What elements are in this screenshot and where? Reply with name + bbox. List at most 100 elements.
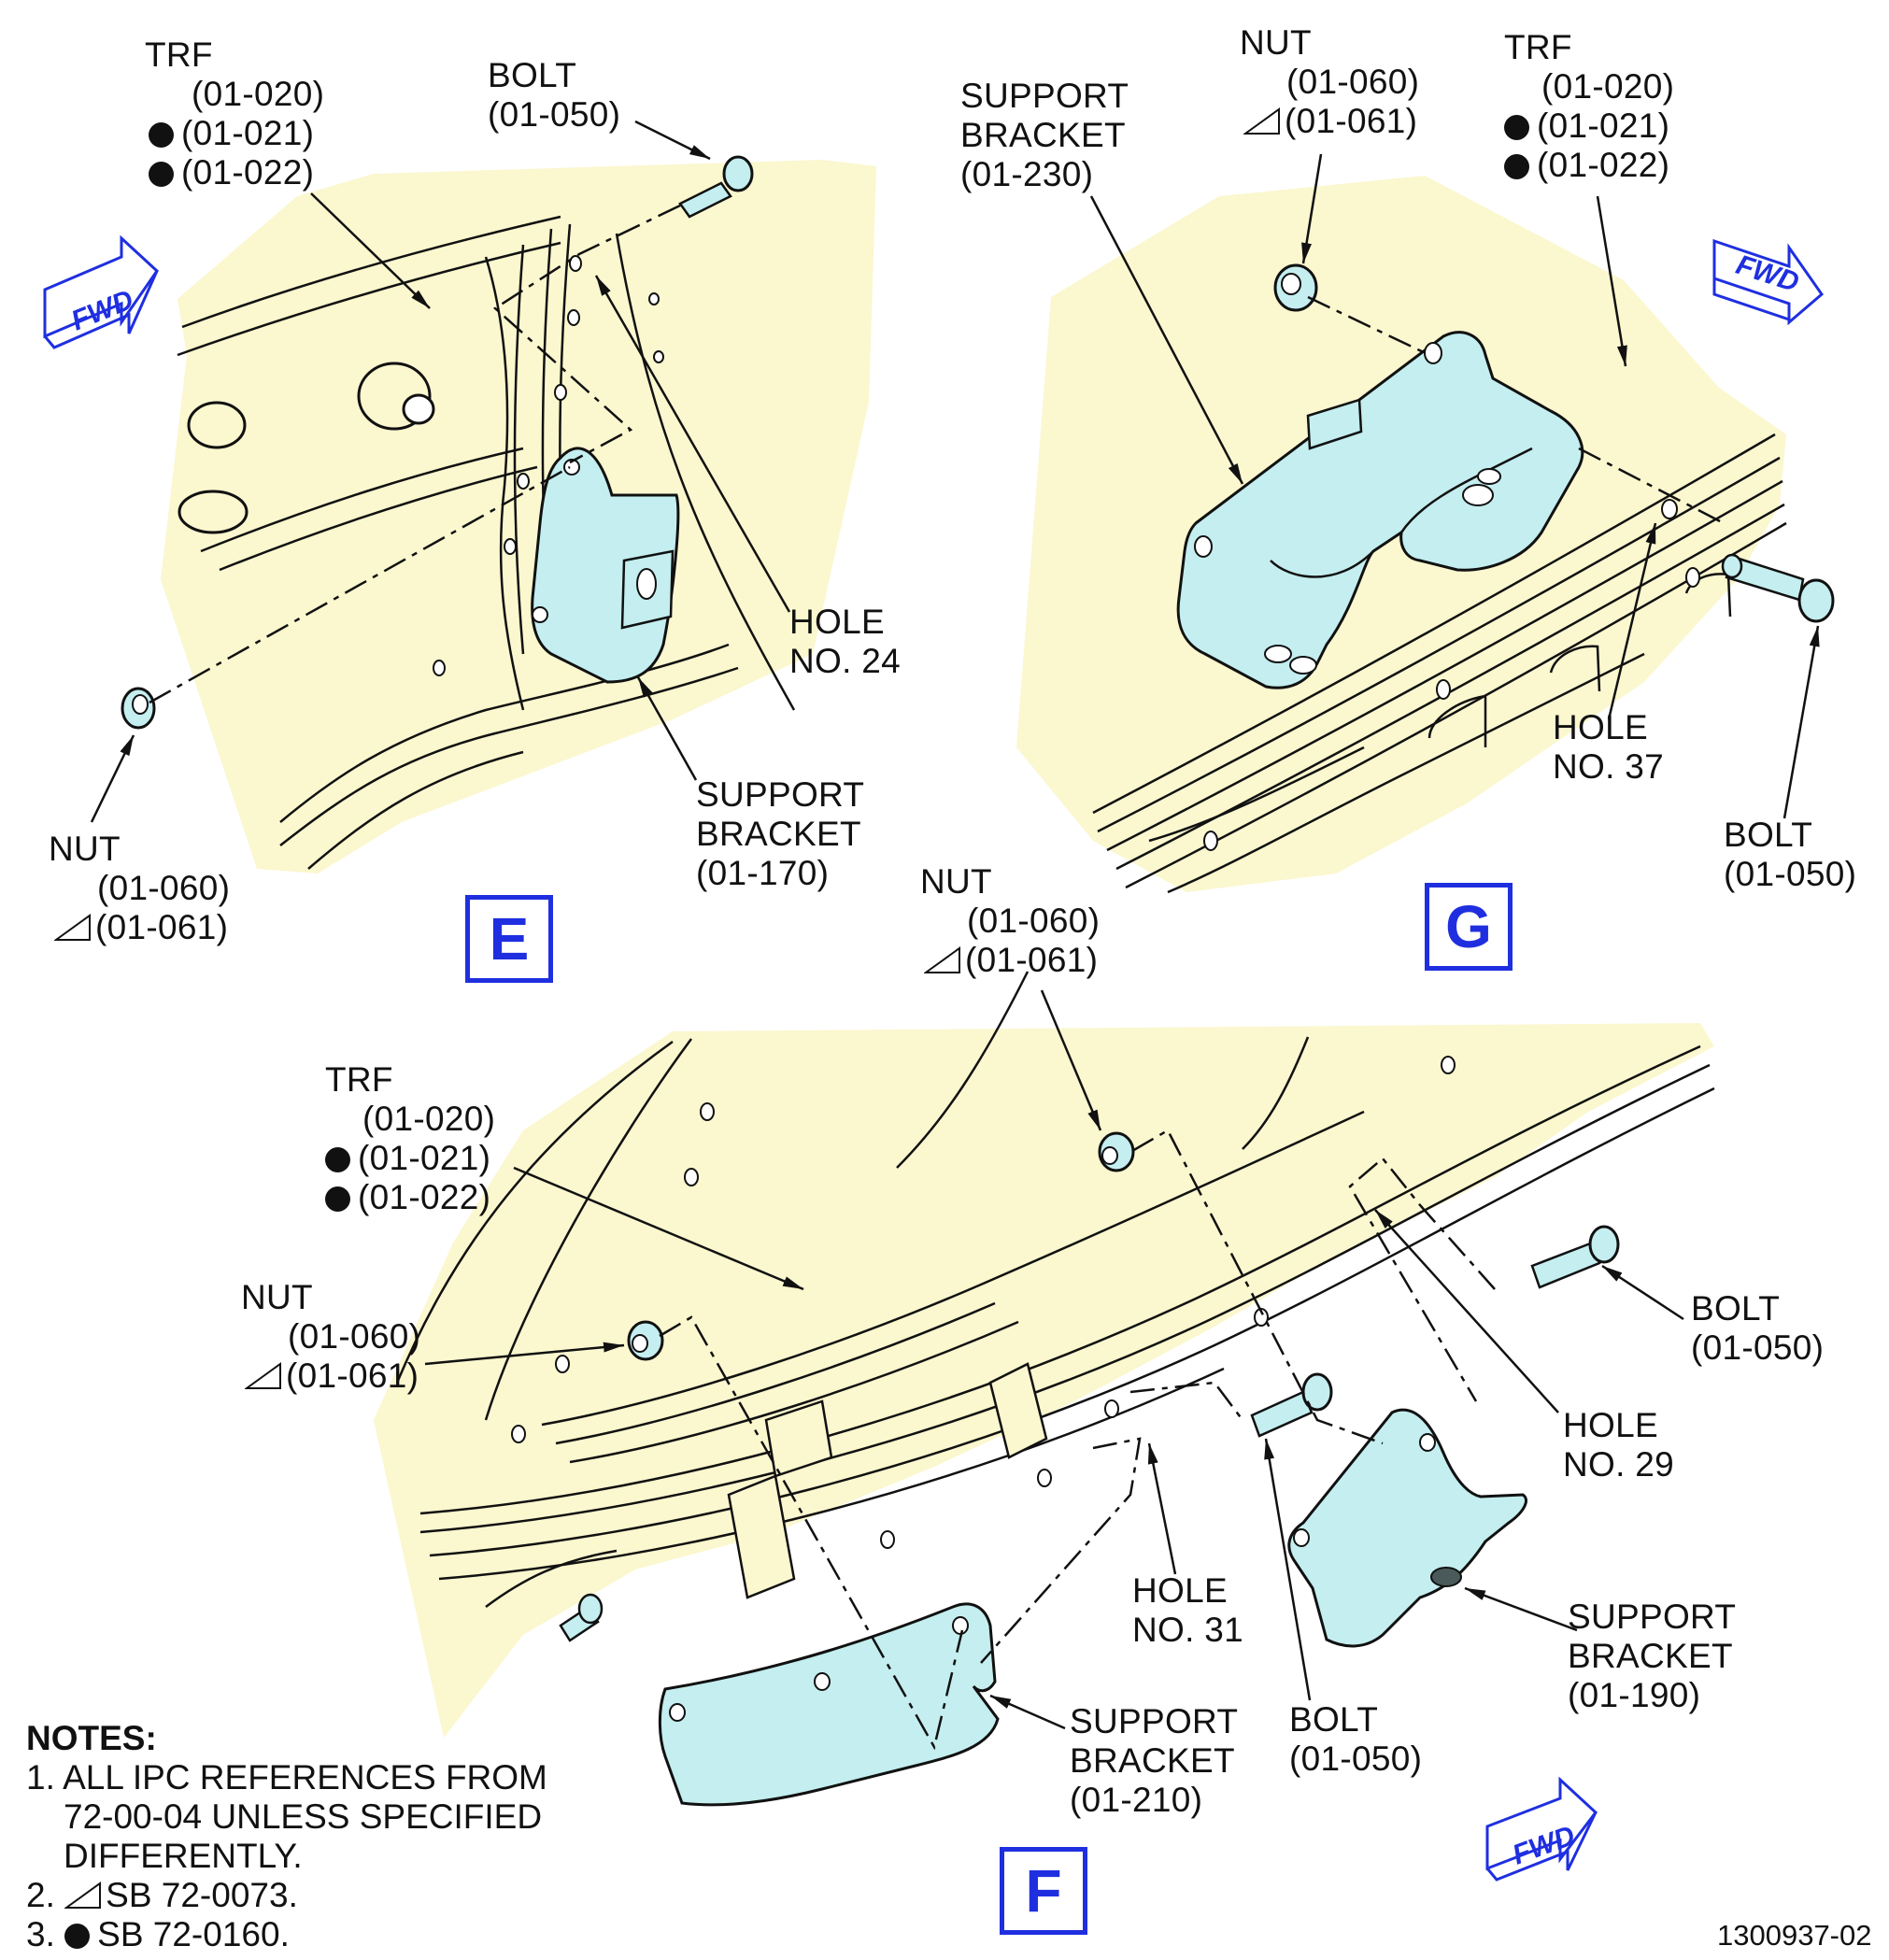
label-g-bolt: BOLT (01-050) [1724,816,1856,894]
label-g-hole: HOLE NO. 37 [1553,708,1664,787]
label-f-hole31-line1: HOLE [1132,1571,1228,1610]
label-e-nut-name: NUT [49,830,121,868]
label-e-trf-ref-2: (01-021) [145,114,324,153]
view-e-frame-background [161,160,876,873]
label-g-trf-ref-3: (01-022) [1504,146,1674,185]
label-e-bracket-line2: BRACKET [696,815,861,853]
label-g-hole-line1: HOLE [1553,708,1648,746]
label-f-nut-top: NUT (01-060) (01-061) [920,862,1100,980]
label-f-nut-left-ref1: (01-060) [288,1317,421,1356]
label-f-bracket210-ref: (01-210) [1070,1781,1203,1819]
label-g-bracket: SUPPORT BRACKET (01-230) [960,77,1129,194]
label-f-nut-left: NUT (01-060) (01-061) [241,1278,420,1396]
label-g-trf-ref-1: (01-020) [1541,67,1675,106]
label-e-bracket: SUPPORT BRACKET (01-170) [696,775,864,893]
note-1-line-3: DIFFERENTLY. [64,1837,303,1875]
label-g-bolt-name: BOLT [1724,816,1813,854]
view-e-nut [121,687,156,730]
label-f-hole29: HOLE NO. 29 [1563,1406,1674,1484]
view-f-drawing: FWD [374,971,1715,1882]
label-f-trf-ref-2: (01-021) [325,1139,495,1178]
label-e-trf-ref-1: (01-020) [192,75,325,113]
label-g-nut-ref2: (01-061) [1240,102,1419,141]
label-g-bracket-line1: SUPPORT [960,77,1129,115]
label-g-trf: TRF (01-020) (01-021) (01-022) [1504,28,1674,185]
label-f-bolt-right: BOLT (01-050) [1691,1289,1824,1368]
note-2: 2. SB 72-0073. [26,1876,298,1914]
label-g-bracket-line2: BRACKET [960,116,1126,154]
label-f-trf: TRF (01-020) (01-021) (01-022) [325,1060,495,1217]
label-e-trf-ref-3: (01-022) [145,153,324,192]
label-e-hole: HOLE NO. 24 [789,603,901,681]
sb-0073-flag-icon [54,914,91,941]
label-f-bracket210: SUPPORT BRACKET (01-210) [1070,1702,1238,1820]
view-e-drawing: FWD [43,120,876,873]
view-e-boss-hole [402,393,435,425]
label-f-bracket190-line2: BRACKET [1568,1637,1733,1675]
fwd-arrow-g: FWD [1712,238,1825,326]
label-e-bolt: BOLT (01-050) [488,56,620,135]
sb-0160-dot-icon [325,1147,350,1172]
view-g-drawing: FWD [1016,153,1835,894]
label-e-hole-line2: NO. 24 [789,642,902,680]
view-e-hole-2 [178,490,249,534]
view-f-nut-left [627,1320,664,1361]
label-f-bolt-right-ref: (01-050) [1691,1328,1825,1367]
label-e-hole-line1: HOLE [789,603,885,641]
sb-0073-flag-icon [1243,107,1280,135]
sb-0160-dot-icon [1504,115,1529,140]
support-bracket-01-190 [1287,1408,1527,1648]
label-f-bracket190: SUPPORT BRACKET (01-190) [1568,1598,1736,1715]
note-3: 3. SB 72-0160. [26,1915,290,1953]
label-f-nut-left-name: NUT [241,1278,313,1316]
sb-0160-dot-icon [149,122,174,148]
label-f-hole31: HOLE NO. 31 [1132,1571,1243,1650]
sb-0160-dot-icon [149,162,174,187]
label-e-bracket-ref: (01-170) [696,854,830,892]
label-g-hole-line2: NO. 37 [1553,747,1665,786]
label-e-nut-ref1: (01-060) [97,869,231,907]
label-e-bolt-name: BOLT [488,56,577,94]
sb-0073-flag-icon [245,1362,281,1389]
view-f-nut-top [1098,1131,1135,1172]
label-f-nut-top-ref1: (01-060) [967,902,1101,940]
label-f-nut-top-ref2: (01-061) [920,941,1100,980]
sb-0073-flag-icon [924,946,960,973]
label-g-bracket-ref: (01-230) [960,155,1094,193]
label-f-hole31-line2: NO. 31 [1132,1611,1244,1649]
view-f-bolt-right [1530,1225,1620,1289]
label-e-nut: NUT (01-060) (01-061) [49,830,230,947]
notes-block: NOTES: 1. ALL IPC REFERENCES FROM 72-00-… [26,1719,547,1954]
note-1-line-1: 1. ALL IPC REFERENCES FROM [26,1758,547,1797]
view-e-bolt [678,155,754,219]
label-f-trf-title: TRF [325,1060,393,1099]
label-f-bracket190-line1: SUPPORT [1568,1598,1737,1636]
label-f-bolt-mid-ref: (01-050) [1289,1740,1423,1778]
label-f-nut-left-ref2: (01-061) [241,1356,420,1396]
sb-0160-dot-icon [1504,154,1529,179]
label-f-trf-ref-3: (01-022) [325,1178,495,1217]
sb-0160-dot-icon [325,1186,350,1212]
fwd-arrow-f: FWD [1485,1776,1598,1882]
label-f-trf-ref-1: (01-020) [362,1100,496,1138]
label-f-bracket190-ref: (01-190) [1568,1676,1701,1714]
support-bracket-01-230 [1176,331,1584,689]
label-g-nut-name: NUT [1240,23,1312,62]
sb-0073-flag-icon [64,1882,102,1909]
label-e-nut-ref2: (01-061) [49,908,230,947]
view-letter-g: G [1425,883,1513,971]
view-e-hole-1 [187,401,247,449]
sb-0160-dot-icon [64,1924,91,1949]
fwd-arrow-e: FWD [43,234,159,349]
view-g-nut [1273,263,1318,312]
label-e-bracket-line1: SUPPORT [696,775,865,814]
label-f-hole29-line2: NO. 29 [1563,1445,1675,1484]
view-f-bolt-mid [1250,1372,1333,1438]
label-f-bracket210-line1: SUPPORT [1070,1702,1239,1740]
label-f-hole29-line1: HOLE [1563,1406,1658,1444]
label-f-bolt-mid: BOLT (01-050) [1289,1700,1422,1779]
label-g-trf-ref-2: (01-021) [1504,107,1674,146]
label-g-bolt-ref: (01-050) [1724,855,1857,893]
label-g-nut-ref1: (01-060) [1286,63,1420,101]
label-f-bracket210-line2: BRACKET [1070,1741,1235,1780]
